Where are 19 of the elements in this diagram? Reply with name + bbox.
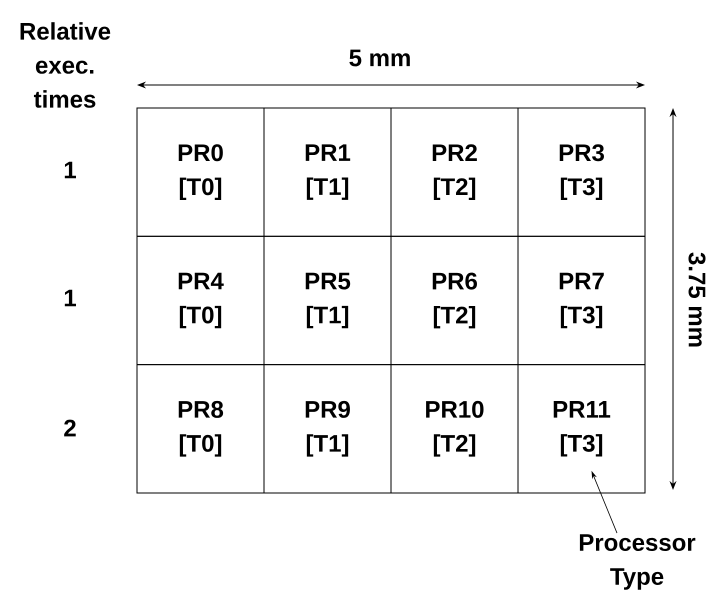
dimension-label: 5 mm <box>349 50 410 66</box>
grid-cell: PR10 [T2] <box>390 364 518 494</box>
grid-cell: PR1 [T1] <box>264 107 392 237</box>
axis-title: Relative exec. times <box>20 22 110 108</box>
grid-cell: PR0 [T0] <box>136 107 264 237</box>
row-value: 1 <box>64 290 76 306</box>
grid-cell: PR6 [T2] <box>390 236 518 366</box>
dimension-label: 3.75 mm <box>688 252 706 346</box>
grid-cell: PR11 [T3] <box>518 364 646 494</box>
grid-cell: PR5 [T1] <box>264 236 392 366</box>
row-value: 2 <box>64 420 76 436</box>
row-value: 1 <box>64 162 76 178</box>
grid-cell: PR9 [T1] <box>264 364 392 494</box>
grid-cell: PR2 [T2] <box>390 107 518 237</box>
grid-cell: PR7 [T3] <box>518 236 646 366</box>
annotation-text: Processor Type <box>580 534 696 590</box>
grid-cell: PR4 [T0] <box>136 236 264 366</box>
grid-cell: PR8 [T0] <box>136 364 264 494</box>
grid-cell: PR3 [T3] <box>518 107 646 237</box>
